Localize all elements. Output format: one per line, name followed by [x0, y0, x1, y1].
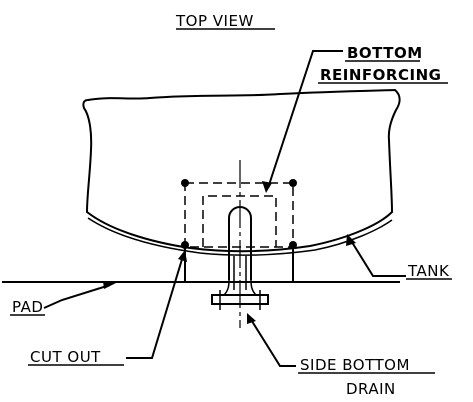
side-bottom-drain-label-line2: DRAIN [346, 380, 396, 398]
pad-label: PAD [12, 298, 43, 316]
cut-out-arrowhead [178, 250, 187, 262]
tank-bottom-inner-edge [87, 217, 393, 256]
cut-out-leader [126, 255, 184, 359]
pad-arrowhead [103, 281, 116, 289]
tank-outline [82, 88, 401, 253]
cut-out-dashed-outline [184, 182, 294, 248]
pad-leader [43, 284, 111, 309]
drain-fillet [223, 279, 257, 296]
bottom-reinforcing-arrowhead [262, 181, 272, 193]
corner-dot [181, 179, 189, 187]
side-bottom-drain-leader [249, 317, 296, 367]
bottom-reinforcing-leader [267, 50, 343, 189]
side-bottom-drain-arrowhead [247, 313, 256, 324]
side-bottom-drain-label-line1: SIDE BOTTOM [300, 356, 410, 374]
tank-arrowhead [346, 234, 356, 246]
corner-dot [289, 179, 297, 187]
view-title: TOP VIEW [175, 12, 254, 30]
tank-label: TANK [407, 262, 450, 280]
cut-out-label: CUT OUT [30, 348, 101, 366]
bottom-reinforcing-label-line2: REINFORCING [320, 66, 441, 84]
tank-leader [349, 238, 406, 277]
bottom-reinforcing-label-line1: BOTTOM [347, 44, 423, 62]
